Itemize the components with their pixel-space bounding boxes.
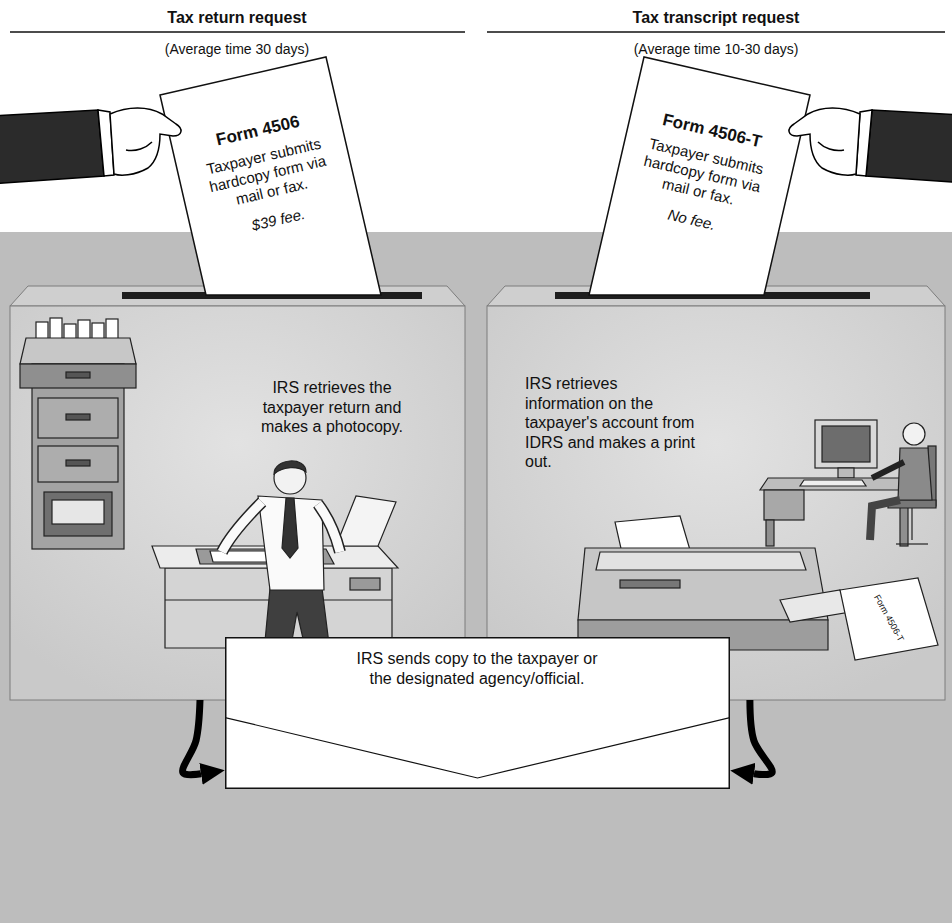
printout-sheet bbox=[840, 578, 938, 660]
computer-operator bbox=[870, 423, 936, 544]
sleeve bbox=[0, 110, 104, 184]
computer-desk bbox=[760, 420, 915, 546]
column-heading: Tax transcript request bbox=[487, 9, 945, 27]
photocopier bbox=[350, 578, 380, 590]
printer bbox=[780, 590, 850, 622]
text-group: IRS retrieves information on the taxpaye… bbox=[525, 374, 697, 472]
white-ground bbox=[0, 0, 952, 232]
filing-cabinet bbox=[38, 398, 118, 438]
time-note: (Average time 10-30 days) bbox=[487, 41, 945, 57]
filing-cabinet bbox=[20, 338, 136, 364]
text-group: IRS sends copy to the taxpayer or the de… bbox=[352, 649, 602, 688]
mail-envelope: IRS sends copy to the taxpayer or the de… bbox=[225, 637, 730, 789]
column-heading: Tax return request bbox=[10, 9, 465, 27]
node-text: IRS retrieves the taxpayer return and ma… bbox=[248, 378, 416, 437]
finger-line bbox=[818, 142, 844, 151]
holding-hand bbox=[0, 108, 181, 184]
node-text: IRS retrieves information on the taxpaye… bbox=[525, 374, 697, 472]
computer-desk bbox=[800, 480, 866, 486]
time-note: (Average time 30 days) bbox=[10, 41, 465, 57]
text-group: IRS retrieves the taxpayer return and ma… bbox=[248, 378, 416, 437]
computer-operator bbox=[896, 543, 928, 544]
copy-clerk bbox=[274, 461, 306, 474]
sleeve bbox=[866, 110, 952, 184]
form-sheet: Form 4506-TTaxpayer submits hardcopy for… bbox=[580, 45, 820, 295]
holding-hand bbox=[789, 108, 952, 184]
copy-clerk bbox=[318, 504, 340, 552]
printer bbox=[578, 516, 850, 650]
computer-operator bbox=[898, 448, 932, 500]
computer-operator bbox=[872, 462, 904, 478]
computer-desk bbox=[815, 420, 877, 468]
filing-cabinet bbox=[52, 500, 104, 524]
computer-operator bbox=[903, 423, 925, 445]
gray-ground bbox=[0, 232, 952, 923]
computer-desk bbox=[760, 478, 915, 490]
form-sheet: Form 4506Taxpayer submits hardcopy form … bbox=[150, 45, 390, 295]
filing-cabinet bbox=[32, 364, 124, 549]
flow-arrow bbox=[183, 700, 201, 775]
filing-cabinet bbox=[20, 318, 136, 549]
printer bbox=[596, 552, 806, 570]
computer-operator bbox=[911, 508, 912, 540]
printer bbox=[620, 580, 680, 588]
envelope-shape bbox=[226, 638, 730, 789]
sheet-shape bbox=[160, 57, 381, 295]
computer-operator bbox=[870, 500, 900, 540]
flow-arrow bbox=[750, 700, 772, 775]
hand bbox=[789, 108, 860, 175]
sheet-shape bbox=[589, 57, 810, 295]
filing-cabinet bbox=[44, 492, 112, 536]
computer-desk bbox=[822, 426, 870, 462]
copy-clerk bbox=[258, 496, 324, 590]
filing-cabinet bbox=[38, 446, 118, 482]
filing-cabinet bbox=[66, 372, 90, 378]
copy-clerk bbox=[222, 502, 262, 552]
sheet-label: Form 4506-T bbox=[872, 593, 906, 643]
filing-cabinet bbox=[66, 414, 90, 420]
computer-desk bbox=[764, 490, 804, 520]
copy-clerk bbox=[282, 498, 298, 558]
finger-line bbox=[126, 142, 152, 151]
photocopier bbox=[336, 496, 396, 546]
node-text: IRS sends copy to the taxpayer or the de… bbox=[352, 649, 602, 688]
copy-clerk bbox=[222, 461, 340, 652]
filing-cabinet bbox=[66, 460, 90, 466]
hand bbox=[110, 108, 181, 175]
filing-cabinet bbox=[20, 364, 136, 388]
computer-desk bbox=[838, 468, 854, 478]
header-rule bbox=[487, 31, 945, 33]
envelope-flap bbox=[225, 718, 730, 778]
computer-desk bbox=[766, 520, 774, 546]
header-rule bbox=[10, 31, 465, 33]
copy-clerk bbox=[222, 502, 262, 552]
copy-clerk bbox=[318, 504, 340, 552]
